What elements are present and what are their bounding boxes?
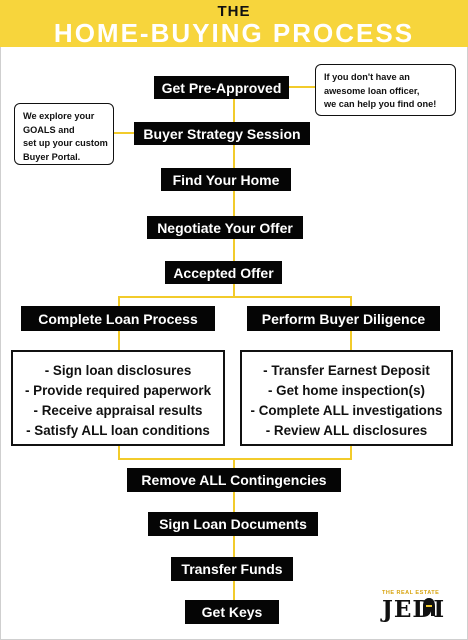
step-transfer-funds: Transfer Funds (171, 557, 293, 581)
connector-merge-stem (233, 458, 235, 470)
loan-tasks-box: - Sign loan disclosures - Provide requir… (11, 350, 225, 446)
step-find-your-home: Find Your Home (161, 168, 291, 191)
step-get-pre-approved: Get Pre-Approved (154, 76, 289, 99)
callout-line: We explore your (23, 111, 95, 121)
connector-split-right (350, 296, 352, 308)
callout-line: awesome loan officer, (324, 85, 420, 96)
connector-split-left (118, 296, 120, 308)
connector-merge-horizontal (118, 458, 352, 460)
step-sign-loan-documents: Sign Loan Documents (148, 512, 318, 536)
connector-loan-list-down (118, 445, 120, 459)
step-complete-loan-process: Complete Loan Process (21, 306, 215, 331)
diligence-task-item: - Complete ALL investigations (250, 403, 443, 418)
loan-task-item: - Receive appraisal results (33, 403, 203, 418)
callout-line: GOALS and (23, 124, 75, 135)
connector-strategy-callout (113, 132, 135, 134)
callout-line: If you don't have an (324, 72, 410, 82)
loan-task-item: - Satisfy ALL loan conditions (26, 423, 210, 438)
step-remove-all-contingencies: Remove ALL Contingencies (127, 468, 341, 492)
header-small-title: THE (217, 3, 251, 20)
header-banner: THE HOME-BUYING PROCESS (0, 0, 468, 48)
header-main-title: HOME-BUYING PROCESS (53, 18, 415, 48)
connector-split-horizontal (118, 296, 352, 298)
step-accepted-offer: Accepted Offer (165, 261, 282, 284)
connector-diligence-to-list (350, 329, 352, 351)
loan-officer-callout: If you don't have an awesome loan office… (315, 64, 456, 116)
callout-line: set up your custom (23, 138, 108, 148)
step-buyer-strategy-session: Buyer Strategy Session (134, 122, 310, 145)
step-get-keys: Get Keys (185, 600, 279, 624)
diligence-task-item: - Transfer Earnest Deposit (263, 363, 430, 378)
connector-split-stem (233, 283, 235, 297)
diligence-tasks-box: - Transfer Earnest Deposit - Get home in… (240, 350, 453, 446)
connector-loan-officer-callout (289, 86, 315, 88)
step-perform-buyer-diligence: Perform Buyer Diligence (247, 306, 440, 331)
connector-main-bottom (233, 490, 235, 602)
real-estate-jedi-logo: THE REAL ESTATE JEDI (378, 590, 448, 626)
strategy-callout: We explore your GOALS and set up your cu… (14, 103, 114, 165)
connector-diligence-list-down (350, 445, 352, 459)
diligence-task-item: - Get home inspection(s) (268, 383, 425, 398)
step-negotiate-your-offer: Negotiate Your Offer (147, 216, 303, 239)
loan-task-item: - Provide required paperwork (24, 383, 212, 398)
logo-top-text: THE REAL ESTATE (382, 590, 440, 596)
loan-task-item: - Sign loan disclosures (44, 363, 192, 378)
callout-line: we can help you find one! (324, 99, 437, 109)
diligence-task-item: - Review ALL disclosures (265, 423, 428, 438)
connector-loan-to-list (118, 329, 120, 351)
callout-line: Buyer Portal. (23, 151, 81, 162)
jedi-helmet-icon (423, 598, 435, 616)
